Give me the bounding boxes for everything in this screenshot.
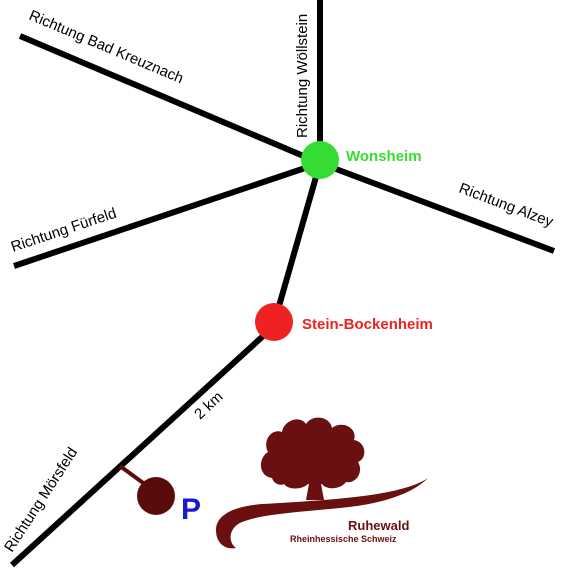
label-alzey: Richtung Alzey xyxy=(457,180,556,231)
road-alzey xyxy=(318,160,556,254)
parking-marker xyxy=(137,477,175,515)
logo-subtitle: Rheinhessische Schweiz xyxy=(290,534,397,544)
stein-bockenheim-marker xyxy=(255,303,293,341)
wonsheim-marker xyxy=(301,141,339,179)
label-woellstein: Richtung Wöllstein xyxy=(294,14,311,138)
logo-title: Ruhewald xyxy=(348,518,409,533)
tree-canopy-icon xyxy=(260,417,365,489)
wonsheim-label: Wonsheim xyxy=(346,148,422,165)
road-bad-kreuznach xyxy=(18,33,322,166)
stein-bockenheim-label: Stein-Bockenheim xyxy=(302,316,433,333)
tree-trunk-icon xyxy=(306,478,324,500)
road-fuerfeld xyxy=(13,160,321,269)
ruhewald-logo: Ruhewald Rheinhessische Schweiz xyxy=(216,417,428,549)
parking-label: P xyxy=(181,493,201,526)
ground-swoosh-icon xyxy=(216,478,428,549)
